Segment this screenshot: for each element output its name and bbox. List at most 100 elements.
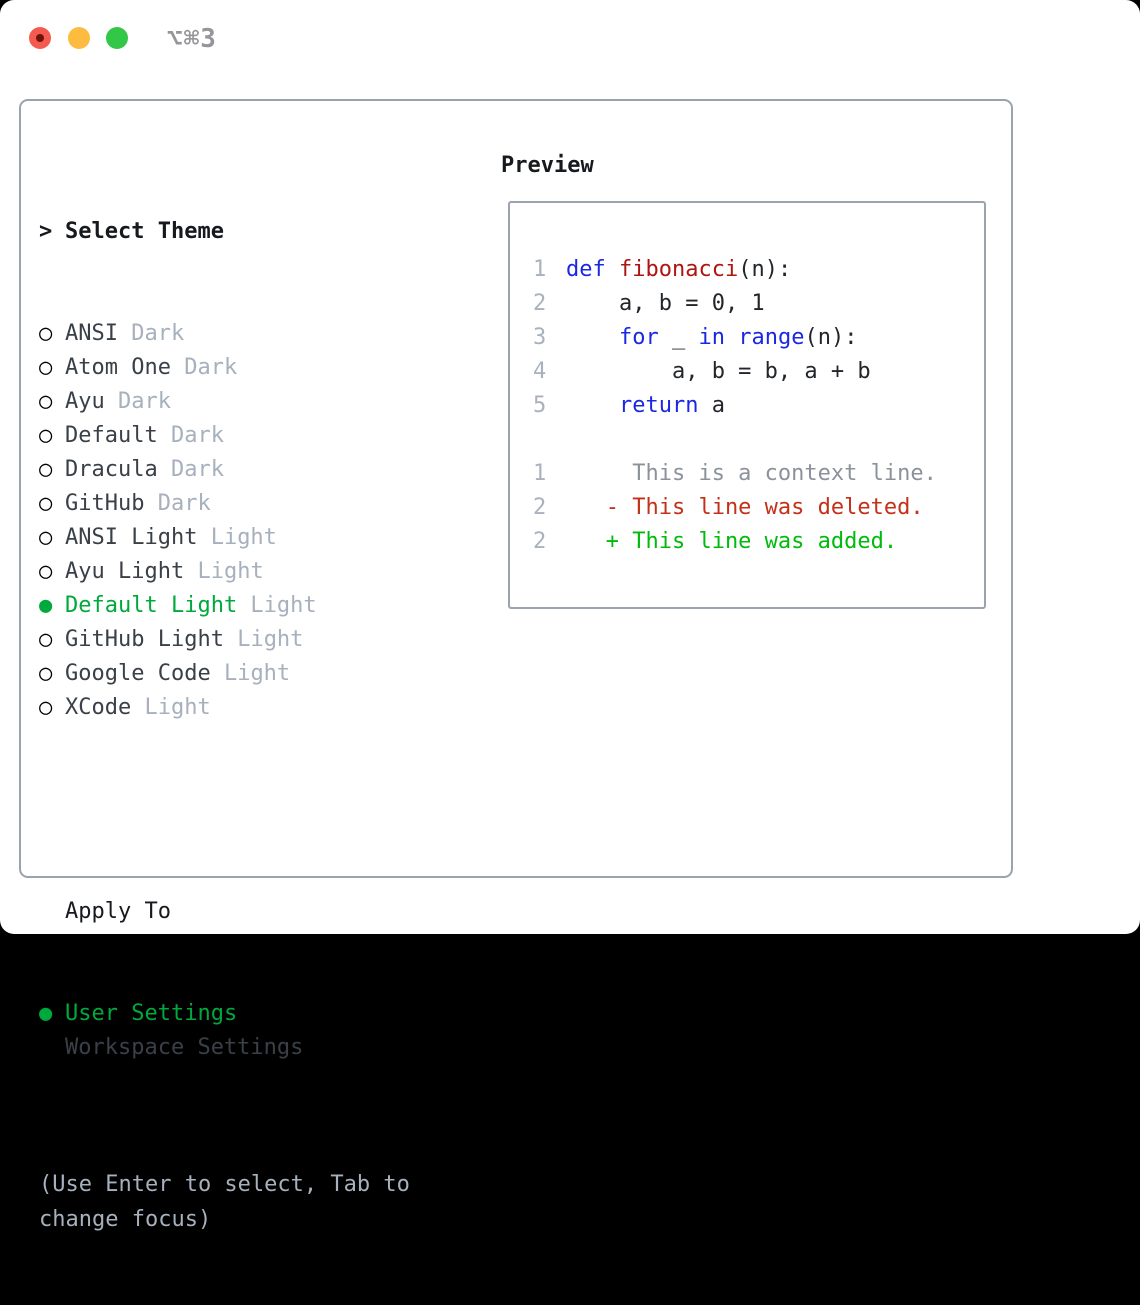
preview-code-line: 3 for _ in range(n): bbox=[533, 321, 937, 355]
apply-to-header: Apply To bbox=[39, 895, 469, 929]
apply-to-option-user-settings[interactable]: ● User Settings bbox=[39, 997, 469, 1031]
theme-option-tag: Dark bbox=[170, 355, 238, 380]
theme-option-ansi[interactable]: ○ ANSI Dark bbox=[39, 317, 469, 351]
code-segment-plain: (n): bbox=[738, 257, 792, 282]
code-segment-added: + This line was added. bbox=[566, 529, 898, 554]
theme-option-tag: Light bbox=[237, 593, 317, 618]
preview-code-line: 1 This is a context line. bbox=[533, 457, 937, 491]
theme-option-ayu[interactable]: ○ Ayu Dark bbox=[39, 385, 469, 419]
zoom-button[interactable] bbox=[106, 27, 128, 49]
code-segment-plain bbox=[725, 325, 738, 350]
theme-option-name: GitHub Light bbox=[65, 627, 224, 652]
minimize-button[interactable] bbox=[68, 27, 90, 49]
theme-option-name: XCode bbox=[65, 695, 132, 720]
radio-unselected-icon: ○ bbox=[39, 321, 53, 346]
theme-option-tag: Light bbox=[223, 627, 304, 652]
spacer bbox=[39, 793, 469, 827]
theme-option-github-light[interactable]: ○ GitHub Light Light bbox=[39, 623, 469, 657]
theme-option-ayu-light[interactable]: ○ Ayu Light Light bbox=[39, 555, 469, 589]
line-number: 2 bbox=[533, 529, 547, 554]
focus-caret-icon: > bbox=[39, 219, 53, 244]
line-number: 5 bbox=[533, 393, 547, 418]
preview-code-line: 5 return a bbox=[533, 389, 937, 423]
code-segment-plain: (n): bbox=[804, 325, 858, 350]
line-number: 3 bbox=[533, 325, 547, 350]
select-theme-header: > Select Theme bbox=[39, 215, 469, 249]
radio-unselected-icon: ○ bbox=[39, 1035, 53, 1060]
code-segment-keyword: return bbox=[618, 393, 699, 418]
radio-unselected-icon: ○ bbox=[39, 355, 53, 380]
preview-code-line: 2 a, b = 0, 1 bbox=[533, 287, 937, 321]
line-number: 4 bbox=[533, 359, 547, 384]
line-number: 2 bbox=[533, 495, 547, 520]
theme-option-name: GitHub bbox=[65, 491, 145, 516]
close-button[interactable] bbox=[29, 27, 51, 49]
radio-unselected-icon: ○ bbox=[39, 695, 53, 720]
code-segment-deleted: - This line was deleted. bbox=[566, 495, 924, 520]
theme-option-tag: Dark bbox=[117, 321, 185, 346]
radio-selected-icon: ● bbox=[39, 1001, 53, 1026]
theme-option-name: Atom One bbox=[65, 355, 171, 380]
theme-option-google-code[interactable]: ○Google Code Light bbox=[39, 657, 469, 691]
theme-option-tag: Light bbox=[131, 695, 211, 720]
theme-option-name: Ayu bbox=[65, 389, 105, 414]
preview-code-line: 1 def fibonacci(n): bbox=[533, 253, 937, 287]
radio-unselected-icon: ○ bbox=[39, 457, 53, 482]
preview-title: Preview bbox=[501, 153, 594, 178]
apply-to-option-label: User Settings bbox=[65, 1001, 238, 1026]
preview-code-line: 2 + This line was added. bbox=[533, 525, 937, 559]
theme-option-default[interactable]: ○Default Dark bbox=[39, 419, 469, 453]
radio-unselected-icon: ○ bbox=[39, 559, 53, 584]
close-button-dot-icon bbox=[36, 34, 44, 42]
theme-option-tag: Dark bbox=[157, 457, 224, 482]
theme-option-xcode[interactable]: ○ XCode Light bbox=[39, 691, 469, 725]
code-segment-plain: a, b = 0, 1 bbox=[566, 291, 765, 316]
preview-code-line bbox=[533, 423, 937, 457]
keyboard-hint-text: (Use Enter to select, Tab to change focu… bbox=[39, 1172, 410, 1232]
apply-to-option-workspace-settings[interactable]: ○ Workspace Settings bbox=[39, 1031, 469, 1065]
radio-unselected-icon: ○ bbox=[39, 525, 53, 550]
apply-to-option-label: Workspace Settings bbox=[65, 1035, 304, 1060]
title-bar: ⌥⌘3 bbox=[0, 0, 1140, 76]
code-segment-plain bbox=[566, 393, 619, 418]
app-window: ⌥⌘3 > Select Theme ○ ANSI Dark ○ Atom One Da… bbox=[0, 0, 1140, 1232]
theme-option-tag: Light bbox=[197, 525, 277, 550]
apply-to-header-label: Apply To bbox=[65, 899, 171, 924]
code-segment-keyword: def bbox=[566, 257, 606, 282]
theme-option-tag: Light bbox=[184, 559, 264, 584]
select-theme-header-label: Select Theme bbox=[65, 219, 224, 244]
code-segment-plain bbox=[566, 325, 619, 350]
theme-option-atom-one[interactable]: ○ Atom One Dark bbox=[39, 351, 469, 385]
radio-unselected-icon: ○ bbox=[39, 423, 53, 448]
line-number: 1 bbox=[533, 257, 547, 282]
theme-option-name: Ayu Light bbox=[65, 559, 185, 584]
theme-option-tag: Dark bbox=[104, 389, 171, 414]
theme-option-name: ANSI Light bbox=[65, 525, 198, 550]
radio-unselected-icon: ○ bbox=[39, 627, 53, 652]
radio-selected-icon: ● bbox=[39, 593, 53, 618]
radio-unselected-icon: ○ bbox=[39, 389, 53, 414]
theme-option-ansi-light[interactable]: ○ ANSI Light Light bbox=[39, 521, 469, 555]
theme-option-github[interactable]: ○ GitHub Dark bbox=[39, 487, 469, 521]
radio-unselected-icon: ○ bbox=[39, 661, 53, 686]
theme-option-name: ANSI bbox=[65, 321, 118, 346]
code-segment-keyword: in bbox=[698, 325, 725, 350]
theme-option-dracula[interactable]: ○ Dracula Dark bbox=[39, 453, 469, 487]
theme-option-name: Default Light bbox=[65, 593, 238, 618]
preview-code-line: 4 a, b = b, a + b bbox=[533, 355, 937, 389]
code-segment-function: fibonacci bbox=[619, 257, 739, 282]
code-segment-plain bbox=[606, 257, 619, 282]
theme-option-tag: Dark bbox=[144, 491, 211, 516]
theme-option-name: Dracula bbox=[65, 457, 158, 482]
theme-picker-panel: > Select Theme ○ ANSI Dark ○ Atom One Dark ○ A… bbox=[19, 99, 1013, 1232]
theme-option-tag: Light bbox=[210, 661, 291, 686]
line-number: 1 bbox=[533, 461, 547, 486]
code-segment-plain: _ bbox=[658, 325, 699, 350]
radio-unselected-icon: ○ bbox=[39, 491, 53, 516]
code-segment-plain: a, b = b, a + b bbox=[566, 359, 871, 384]
theme-option-default-light[interactable]: ● Default Light Light bbox=[39, 589, 469, 623]
code-segment-keyword: range bbox=[738, 325, 805, 350]
code-segment-plain: a bbox=[698, 393, 725, 418]
